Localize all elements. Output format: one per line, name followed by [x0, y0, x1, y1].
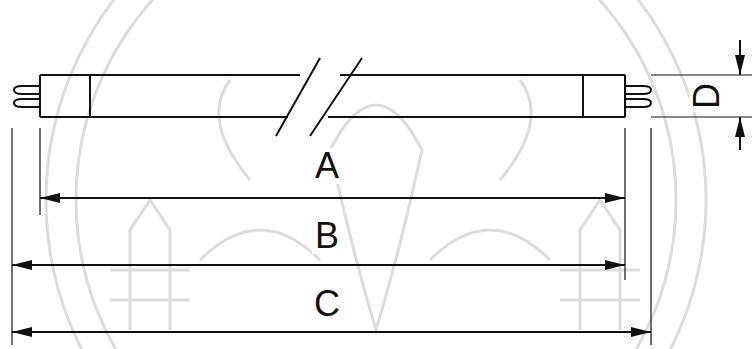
lamp-pins	[14, 86, 651, 107]
extension-lines	[12, 75, 752, 345]
dimension-label: D	[689, 80, 725, 112]
watermark-seal	[46, 0, 706, 349]
dimension-label: B	[312, 218, 342, 254]
dimension-label: A	[312, 148, 342, 184]
dimension-label: C	[311, 286, 343, 322]
dimension-arrows	[12, 40, 740, 332]
lamp-tube	[40, 58, 625, 136]
